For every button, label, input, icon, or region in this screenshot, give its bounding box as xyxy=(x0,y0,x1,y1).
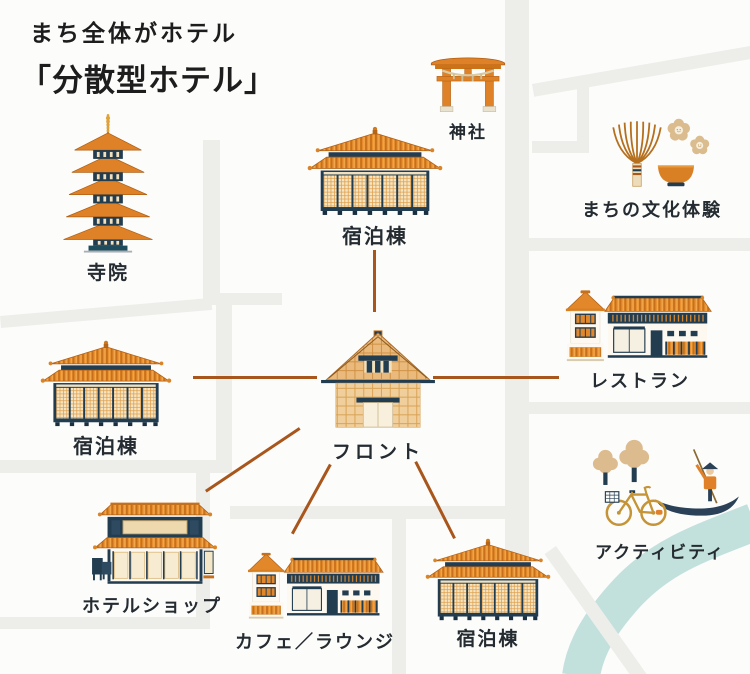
connector-line xyxy=(193,376,317,379)
cafe-lounge-label: カフェ／ラウンジ xyxy=(235,632,395,653)
road xyxy=(577,84,589,152)
road xyxy=(505,402,750,414)
hotel-shop-label: ホテルショップ xyxy=(82,596,222,617)
shrine-icon xyxy=(430,50,506,114)
temple-icon xyxy=(57,112,159,254)
road xyxy=(505,238,750,251)
lodging-bottom-icon xyxy=(413,538,563,622)
front-desk-icon xyxy=(318,326,438,432)
title-line-2: 「分散型ホテル」 xyxy=(20,63,276,99)
activity-icon xyxy=(584,436,742,532)
lodging-top-icon xyxy=(296,126,454,217)
shrine-label: 神社 xyxy=(449,123,487,143)
restaurant-label: レストラン xyxy=(590,371,690,392)
hotel-shop-icon xyxy=(90,497,220,589)
connector-line xyxy=(373,250,376,312)
restaurant-icon xyxy=(563,286,715,364)
road xyxy=(392,506,406,674)
road xyxy=(0,460,232,473)
culture-label: まちの文化体験 xyxy=(582,200,722,221)
cafe-lounge-icon xyxy=(248,544,384,626)
front-desk-label: フロント xyxy=(331,441,425,463)
road xyxy=(505,0,529,558)
lodging-bottom-label: 宿泊棟 xyxy=(456,628,520,650)
lodging-left-label: 宿泊棟 xyxy=(73,434,139,458)
lodging-top-label: 宿泊棟 xyxy=(342,224,408,248)
road xyxy=(203,140,220,305)
road xyxy=(0,617,196,629)
road xyxy=(532,141,589,153)
activity-label: アクティビティ xyxy=(594,543,726,563)
road xyxy=(216,300,232,473)
culture-icon xyxy=(597,116,715,192)
map-title: まち全体がホテル 「分散型ホテル」 xyxy=(20,14,276,100)
title-line-1: まち全体がホテル xyxy=(30,20,238,47)
lodging-left-icon xyxy=(27,340,185,428)
temple-label: 寺院 xyxy=(86,262,130,284)
connector-line xyxy=(433,376,559,379)
